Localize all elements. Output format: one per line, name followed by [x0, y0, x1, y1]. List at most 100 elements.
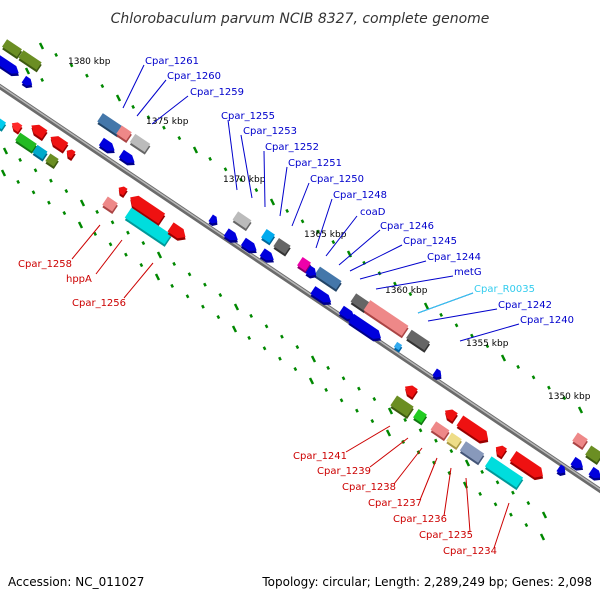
kbp-label-1365: 1365 kbp — [304, 230, 347, 240]
tick-mark — [216, 315, 221, 320]
gene-feature — [232, 211, 252, 232]
gene-label-cpar-1237[interactable]: Cpar_1237 — [368, 498, 422, 509]
tick-mark — [439, 312, 444, 317]
tick-mark — [233, 303, 240, 311]
gene-label-cpar-r0035[interactable]: Cpar_R0035 — [474, 284, 535, 295]
tick-mark — [64, 189, 69, 194]
tick-mark — [393, 281, 397, 286]
tick-mark — [562, 396, 567, 401]
tick-mark — [454, 323, 459, 328]
gene-label-coad[interactable]: coaD — [360, 207, 386, 218]
tick-mark — [2, 147, 9, 155]
gene-feature — [31, 124, 48, 142]
tick-mark — [16, 179, 21, 184]
kbp-label-1375: 1375 kbp — [146, 117, 189, 127]
tick-mark — [531, 375, 536, 380]
tick-mark — [387, 407, 394, 415]
tick-mark — [357, 386, 361, 391]
gene-feature — [50, 136, 69, 154]
gene-feature — [484, 456, 524, 491]
tick-mark — [79, 199, 86, 207]
gene-label-cpar-1256[interactable]: Cpar_1256 — [72, 298, 126, 309]
tick-mark — [24, 67, 31, 75]
tick-mark — [264, 324, 269, 329]
gene-label-cpar-1255[interactable]: Cpar_1255 — [221, 111, 275, 122]
tick-mark — [126, 230, 130, 235]
tick-mark — [310, 355, 317, 363]
gene-feature — [45, 153, 59, 170]
gene-feature — [2, 39, 23, 60]
tick-mark — [18, 157, 23, 162]
tick-mark — [295, 345, 300, 350]
gene-feature — [509, 450, 544, 481]
gene-label-cpar-1235[interactable]: Cpar_1235 — [419, 530, 473, 541]
gene-label-cpar-1251[interactable]: Cpar_1251 — [288, 158, 342, 169]
gene-label-cpar-1234[interactable]: Cpar_1234 — [443, 546, 497, 557]
kbp-label-1360: 1360 kbp — [385, 286, 428, 296]
tick-mark — [577, 406, 584, 414]
gene-feature — [456, 415, 489, 444]
tick-mark — [49, 178, 53, 183]
gene-label-cpar-1252[interactable]: Cpar_1252 — [265, 142, 319, 153]
tick-marks — [0, 42, 584, 541]
genome-backbone-highlight — [0, 84, 600, 491]
tick-mark — [249, 313, 254, 318]
gene-feature — [446, 432, 462, 450]
tick-mark — [464, 459, 471, 467]
tick-mark — [470, 333, 474, 338]
gene-label-cpar-1238[interactable]: Cpar_1238 — [342, 482, 396, 493]
gene-feature — [406, 329, 431, 353]
tick-mark — [385, 429, 392, 437]
gene-feature — [167, 222, 186, 241]
gene-label-cpar-1236[interactable]: Cpar_1236 — [393, 514, 447, 525]
gene-feature — [273, 237, 291, 257]
gene-label-cpar-1259[interactable]: Cpar_1259 — [190, 87, 244, 98]
gene-feature — [118, 186, 128, 199]
gene-feature — [390, 395, 414, 420]
gene-label-hppa[interactable]: hppA — [66, 274, 92, 285]
tick-mark — [110, 220, 115, 225]
tick-mark — [223, 167, 228, 172]
gene-label-cpar-1246[interactable]: Cpar_1246 — [380, 221, 434, 232]
gene-label-cpar-1240[interactable]: Cpar_1240 — [520, 315, 574, 326]
gene-label-cpar-1253[interactable]: Cpar_1253 — [243, 126, 297, 137]
gene-feature — [393, 341, 403, 353]
gene-label-metg[interactable]: metG — [454, 267, 482, 278]
gene-label-cpar-1261[interactable]: Cpar_1261 — [145, 56, 199, 67]
gene-label-cpar-1260[interactable]: Cpar_1260 — [167, 71, 221, 82]
genome-backbone — [0, 83, 600, 494]
gene-label-cpar-1245[interactable]: Cpar_1245 — [403, 236, 457, 247]
gene-label-cpar-1242[interactable]: Cpar_1242 — [498, 300, 552, 311]
gene-feature — [314, 266, 342, 292]
tick-mark — [201, 304, 205, 309]
tick-mark — [293, 367, 298, 372]
tick-mark — [269, 198, 276, 206]
kbp-label-1350: 1350 kbp — [548, 392, 591, 402]
tick-mark — [516, 364, 521, 369]
gene-label-cpar-1258[interactable]: Cpar_1258 — [18, 259, 72, 270]
tick-mark — [40, 77, 45, 82]
gene-label-cpar-1239[interactable]: Cpar_1239 — [317, 466, 371, 477]
tick-mark — [262, 346, 267, 351]
gene-label-cpar-1248[interactable]: Cpar_1248 — [333, 190, 387, 201]
tick-mark — [500, 354, 507, 362]
tick-mark — [0, 169, 7, 177]
tick-mark — [38, 42, 45, 50]
tick-mark — [170, 283, 175, 288]
gene-feature — [118, 149, 135, 166]
gene-label-cpar-1241[interactable]: Cpar_1241 — [293, 451, 347, 462]
forward-gene-labels: Cpar_1261 Cpar_1260 Cpar_1259 Cpar_1255 … — [145, 56, 574, 326]
gene-feature — [0, 55, 19, 77]
gene-feature — [413, 409, 428, 426]
tick-mark — [124, 252, 128, 257]
tick-mark — [485, 344, 490, 349]
tick-mark — [69, 63, 74, 68]
tick-mark — [218, 293, 223, 298]
gene-label-cpar-1244[interactable]: Cpar_1244 — [427, 252, 481, 263]
gene-feature — [259, 248, 274, 263]
tick-mark — [423, 302, 430, 310]
gene-label-cpar-1250[interactable]: Cpar_1250 — [310, 174, 364, 185]
gene-feature — [124, 207, 172, 247]
